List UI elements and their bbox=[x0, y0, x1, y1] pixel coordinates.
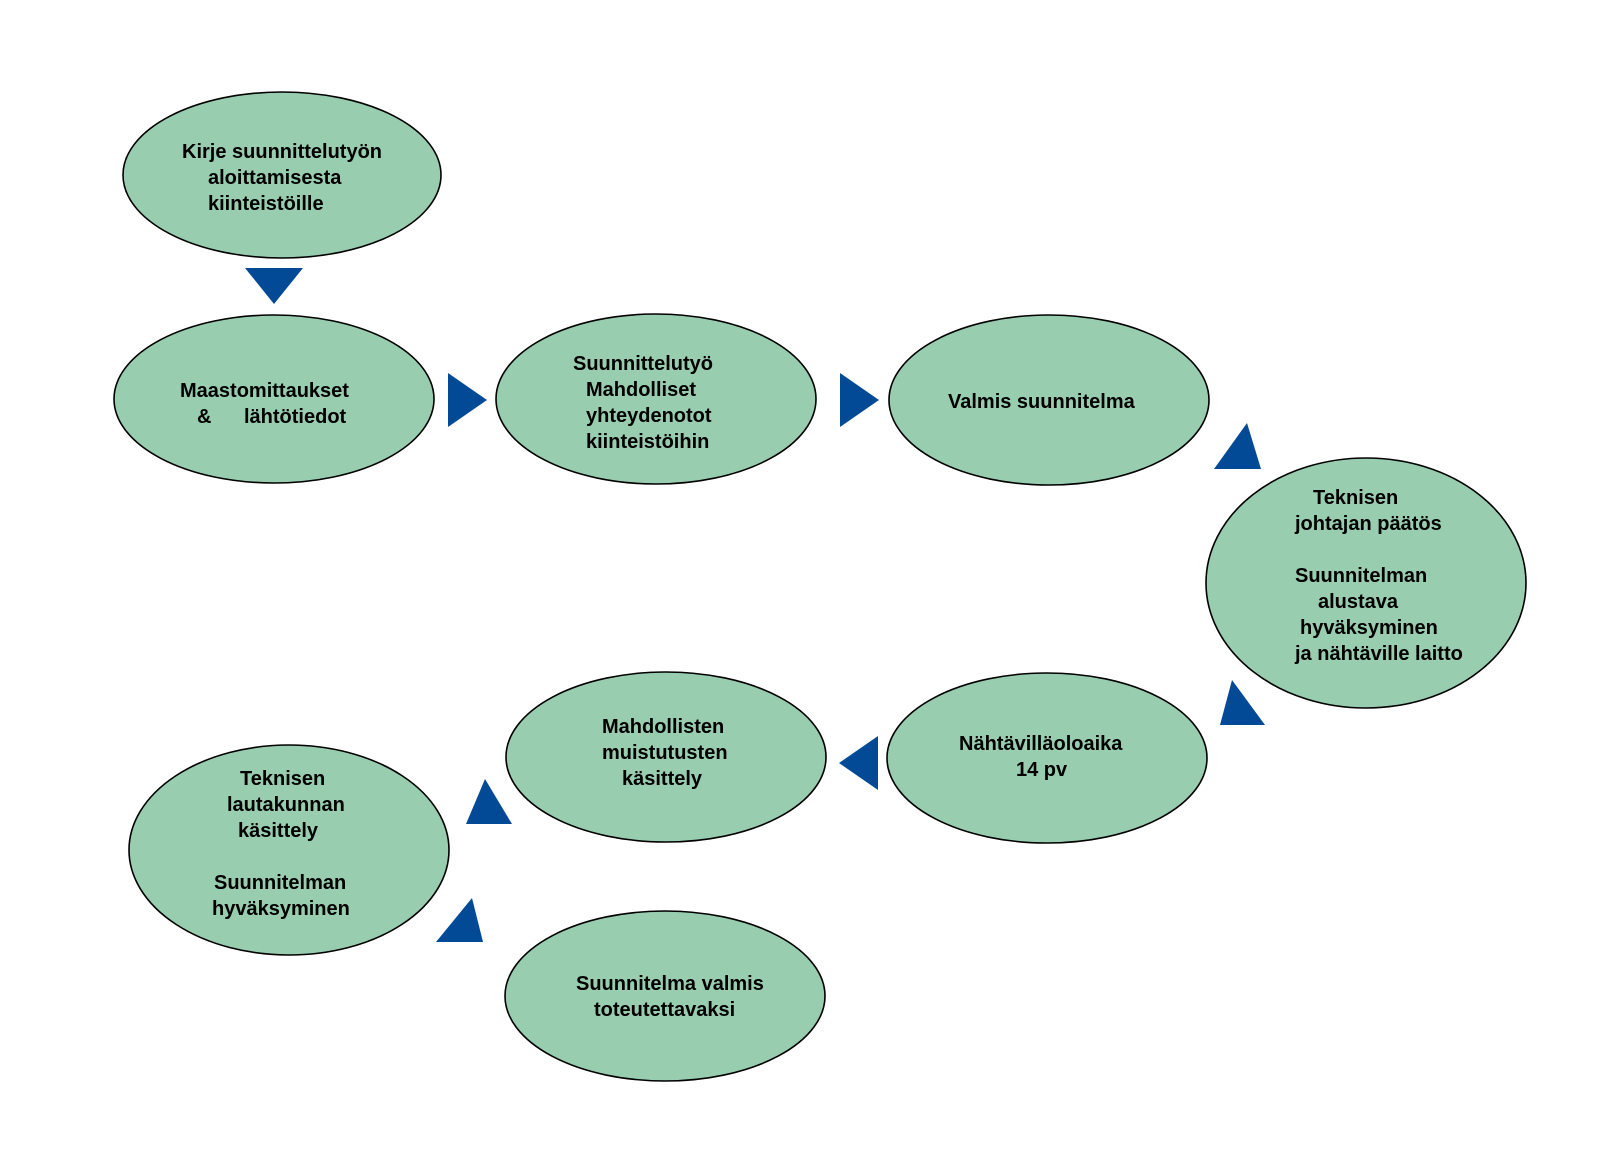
node-muistutukset-ellipse bbox=[505, 671, 827, 843]
node-suunnittelutyo: Suunnittelutyö Mahdolliset yhteydenotot … bbox=[495, 313, 817, 485]
node-muistutukset: Mahdollisten muistutusten käsittely bbox=[505, 671, 827, 843]
node-teknisen-johtajan-line-6: ja nähtäville laitto bbox=[1294, 643, 1463, 665]
node-suunnittelutyo-line-2: Mahdolliset bbox=[586, 379, 696, 401]
node-teknisen-johtajan-label: Teknisen johtajan päätös Suunnitelman al… bbox=[1294, 487, 1463, 665]
node-lautakunta-line-1: Teknisen bbox=[240, 768, 325, 790]
node-teknisen-johtajan-line-5: hyväksyminen bbox=[1300, 617, 1438, 639]
node-lautakunta-label: Teknisen lautakunnan käsittely Suunnitel… bbox=[212, 768, 352, 920]
node-toteutettavaksi-label: Suunnitelma valmis toteutettavaksi bbox=[576, 973, 769, 1021]
node-lautakunta: Teknisen lautakunnan käsittely Suunnitel… bbox=[128, 744, 450, 956]
node-muistutukset-line-3: käsittely bbox=[622, 768, 703, 790]
node-suunnittelutyo-line-3: yhteydenotot bbox=[586, 405, 712, 427]
node-maastomittaukset-line-2: & bbox=[197, 406, 211, 428]
arrow-down-icon bbox=[245, 268, 303, 304]
node-toteutettavaksi-line-2: toteutettavaksi bbox=[594, 999, 735, 1021]
node-suunnittelutyo-line-4: kiinteistöihin bbox=[586, 431, 709, 453]
node-kirje-label: Kirje suunnittelutyön aloittamisesta kii… bbox=[182, 141, 388, 215]
node-toteutettavaksi-ellipse bbox=[504, 910, 826, 1082]
arrow-up-right-icon bbox=[1214, 423, 1261, 469]
node-lautakunta-line-3: käsittely bbox=[238, 820, 319, 842]
node-valmis-line-1: Valmis suunnitelma bbox=[948, 391, 1136, 413]
node-teknisen-johtajan-ellipse bbox=[1205, 457, 1527, 709]
node-valmis-label: Valmis suunnitelma bbox=[948, 391, 1136, 413]
node-valmis-ellipse bbox=[888, 314, 1210, 486]
node-kirje-line-3: kiinteistöille bbox=[208, 193, 324, 215]
node-toteutettavaksi: Suunnitelma valmis toteutettavaksi bbox=[504, 910, 826, 1082]
node-suunnittelutyo-ellipse bbox=[495, 313, 817, 485]
node-valmis: Valmis suunnitelma bbox=[888, 314, 1210, 486]
arrow-up-left-icon bbox=[466, 779, 512, 824]
node-maastomittaukset: Maastomittaukset & lähtötiedot bbox=[113, 314, 435, 484]
node-muistutukset-line-2: muistutusten bbox=[602, 742, 728, 764]
node-lautakunta-line-4: Suunnitelman bbox=[214, 872, 346, 894]
node-nahtavilla: Nähtävilläoloaika 14 pv bbox=[886, 672, 1208, 844]
node-nahtavilla-line-1: Nähtävilläoloaika bbox=[959, 733, 1123, 755]
node-maastomittaukset-label: Maastomittaukset & lähtötiedot bbox=[180, 380, 355, 428]
node-lautakunta-line-2: lautakunnan bbox=[227, 794, 345, 816]
arrow-up-left-icon bbox=[436, 898, 483, 942]
node-suunnittelutyo-line-1: Suunnittelutyö bbox=[573, 353, 713, 375]
node-maastomittaukset-line-1: Maastomittaukset bbox=[180, 380, 349, 402]
node-teknisen-johtajan-line-3: Suunnitelman bbox=[1295, 565, 1427, 587]
node-muistutukset-label: Mahdollisten muistutusten käsittely bbox=[602, 716, 733, 790]
node-kirje-line-2: aloittamisesta bbox=[208, 167, 342, 189]
node-kirje-ellipse bbox=[122, 91, 442, 259]
node-toteutettavaksi-line-1: Suunnitelma valmis bbox=[576, 973, 764, 995]
node-lautakunta-ellipse bbox=[128, 744, 450, 956]
node-kirje: Kirje suunnittelutyön aloittamisesta kii… bbox=[122, 91, 442, 259]
node-lautakunta-line-5: hyväksyminen bbox=[212, 898, 350, 920]
node-maastomittaukset-line-3: lähtötiedot bbox=[244, 406, 347, 428]
node-muistutukset-line-1: Mahdollisten bbox=[602, 716, 724, 738]
arrow-left-icon bbox=[839, 736, 878, 790]
node-teknisen-johtajan: Teknisen johtajan päätös Suunnitelman al… bbox=[1205, 457, 1527, 709]
node-teknisen-johtajan-line-1: Teknisen bbox=[1313, 487, 1398, 509]
arrow-right-icon bbox=[840, 373, 879, 427]
node-teknisen-johtajan-line-4: alustava bbox=[1318, 591, 1399, 613]
node-nahtavilla-label: Nähtävilläoloaika 14 pv bbox=[959, 733, 1128, 781]
node-suunnittelutyo-label: Suunnittelutyö Mahdolliset yhteydenotot … bbox=[573, 353, 719, 453]
node-maastomittaukset-ellipse bbox=[113, 314, 435, 484]
arrow-right-icon bbox=[448, 373, 487, 427]
node-teknisen-johtajan-line-2: johtajan päätös bbox=[1294, 513, 1442, 535]
node-nahtavilla-line-2: 14 pv bbox=[1016, 759, 1068, 781]
arrow-up-right-icon bbox=[1220, 680, 1265, 725]
node-kirje-line-1: Kirje suunnittelutyön bbox=[182, 141, 382, 163]
node-nahtavilla-ellipse bbox=[886, 672, 1208, 844]
